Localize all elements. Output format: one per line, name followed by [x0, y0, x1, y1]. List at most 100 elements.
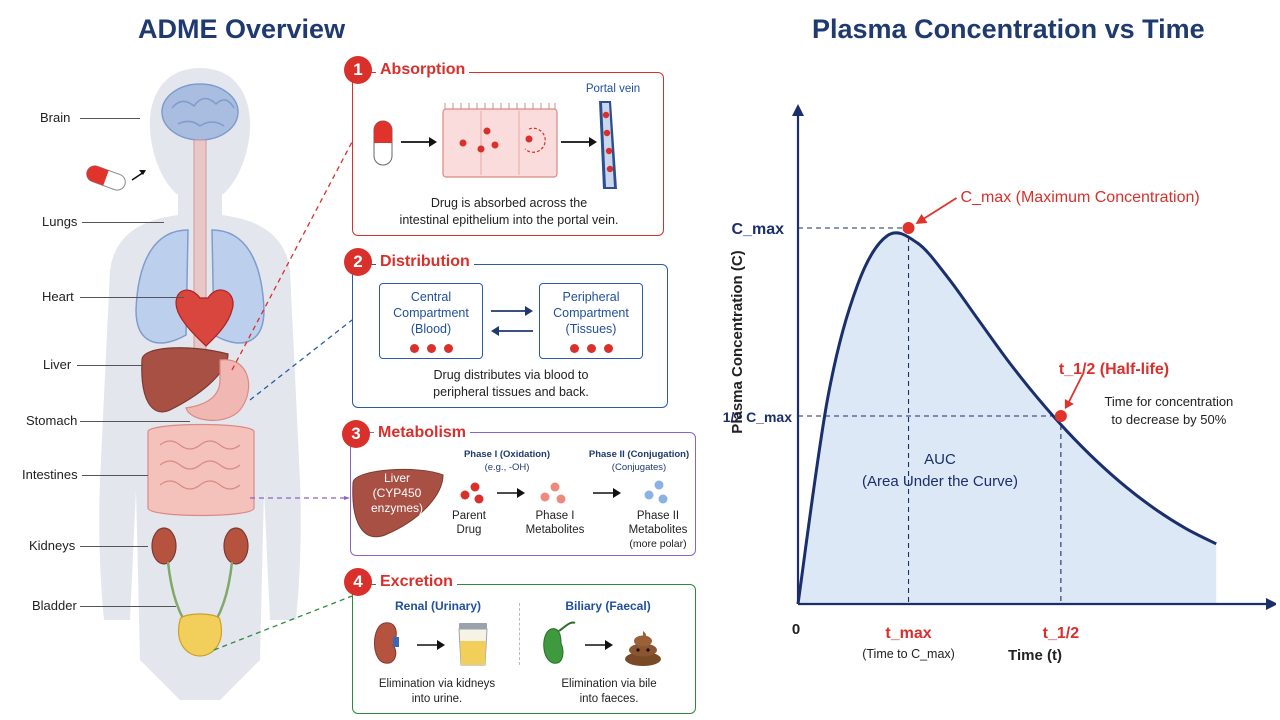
half-life-pointer-head	[1064, 399, 1074, 409]
m2-label-2: Metabolites	[628, 524, 688, 536]
stomach-organ	[185, 359, 250, 421]
renal-title: Renal (Urinary)	[394, 599, 482, 613]
organ-label-kidneys: Kidneys	[29, 538, 76, 553]
organ-label-bladder: Bladder	[32, 598, 77, 613]
liver-enzyme-label: Liver (CYP450 enzymes)	[357, 471, 437, 516]
intestinal-epithelium	[442, 103, 558, 178]
organ-label-stomach: Stomach	[26, 413, 78, 428]
biliary-caption-2: into faeces.	[579, 693, 639, 705]
kidney-left-organ	[151, 527, 177, 565]
intestines-organ	[147, 423, 255, 517]
liver-label-3: enzymes)	[370, 501, 423, 515]
auc-area	[798, 232, 1217, 604]
pk-chart: C_max (Maximum Concentration) t_1/2 (Hal…	[723, 104, 1276, 664]
leader-brain	[80, 118, 140, 119]
phase2-metabolites-label: Phase II Metabolites (more polar)	[621, 509, 695, 551]
x-tick-tmax-sub: (Time to C_max)	[862, 647, 955, 661]
x-axis-label: Time (t)	[1008, 647, 1062, 664]
bidirectional-arrows	[491, 306, 533, 336]
auc-label: AUC	[924, 451, 956, 468]
liver-label-2: (CYP450	[372, 486, 422, 500]
metabolism-box: Liver (CYP450 enzymes) Phase I (Oxidatio…	[350, 432, 696, 556]
leader-liver	[77, 365, 143, 366]
absorption-title: Absorption	[376, 61, 470, 79]
cmax-pointer-arrow	[918, 197, 958, 223]
m2-label-1: Phase II	[636, 510, 680, 522]
leader-kidneys	[80, 546, 148, 547]
peripheral-label-1: Peripheral	[562, 290, 620, 304]
adme-title: ADME Overview	[138, 14, 346, 44]
y-tick-cmax: C_max	[732, 221, 785, 238]
half-life-note-2: to decrease by 50%	[1111, 412, 1226, 427]
y-axis-label: Plasma Concentration (C)	[729, 250, 746, 433]
step-number-3: 3	[342, 420, 370, 448]
leader-lungs	[82, 222, 164, 223]
excretion-title: Excretion	[376, 573, 457, 591]
biliary-title: Biliary (Faecal)	[565, 599, 651, 613]
central-label-3: (Blood)	[410, 322, 452, 336]
metabolism-molecules	[460, 480, 668, 504]
leader-bladder	[80, 606, 176, 607]
cmax-point	[902, 222, 915, 234]
capsule-icon	[373, 120, 393, 166]
central-dots	[380, 341, 482, 357]
excretion-box: Renal (Urinary) Biliary (Faecal) Elimina…	[352, 584, 696, 714]
phase1-metabolites-label: Phase I Metabolites	[521, 509, 589, 537]
y-axis-arrow	[792, 104, 804, 116]
body-illustration	[99, 68, 301, 700]
distribution-box: Central Compartment (Blood) Peripheral C…	[352, 264, 668, 408]
organ-label-brain: Brain	[40, 110, 71, 125]
y-tick-half-cmax: 1/2 C_max	[723, 409, 792, 425]
phase2-sub: (Conjugates)	[611, 462, 667, 473]
peripheral-compartment: Peripheral Compartment (Tissues)	[539, 283, 643, 359]
chart-title: Plasma Concentration vs Time	[812, 14, 1205, 44]
liver-organ	[141, 347, 229, 413]
phase2-title: Phase II (Conjugation)	[588, 449, 690, 460]
metabolism-title: Metabolism	[374, 424, 471, 442]
biliary-illustration	[543, 621, 661, 666]
peripheral-label-3: (Tissues)	[565, 322, 617, 336]
kidney-right-organ	[223, 527, 249, 565]
pill-icon	[86, 165, 146, 191]
renal-illustration	[374, 622, 488, 666]
organ-label-lungs: Lungs	[42, 214, 78, 229]
step-number-1: 1	[344, 56, 372, 84]
peripheral-dots	[540, 341, 642, 357]
peripheral-label-2: Compartment	[553, 306, 629, 320]
concentration-curve	[796, 231, 1217, 605]
organ-label-intestines: Intestines	[22, 467, 78, 482]
cmax-annotation: C_max (Maximum Concentration)	[961, 189, 1200, 206]
distribution-caption-1: Drug distributes via blood to	[433, 368, 589, 382]
central-label-2: Compartment	[393, 306, 469, 320]
distribution-caption-2: peripheral tissues and back.	[433, 385, 589, 399]
phase1-title: Phase I (Oxidation)	[463, 449, 551, 460]
x-origin-label: 0	[792, 621, 800, 638]
step-number-2: 2	[344, 248, 372, 276]
absorption-box: Portal vein Drug is absorbed across the …	[352, 72, 664, 236]
parent-label-1: Parent	[452, 510, 486, 522]
absorption-caption-1: Drug is absorbed across the	[430, 196, 588, 210]
distribution-title: Distribution	[376, 253, 474, 271]
biliary-caption-1: Elimination via bile	[561, 678, 657, 690]
half-life-note-1: Time for concentration	[1104, 394, 1233, 409]
x-tick-tmax: t_max	[885, 625, 931, 642]
bladder-organ	[178, 613, 222, 657]
half-life-annotation: t_1/2 (Half-life)	[1059, 361, 1169, 378]
auc-sub-label: (Area Under the Curve)	[862, 473, 1018, 490]
parent-label-2: Drug	[456, 524, 482, 536]
x-tick-half-life: t_1/2	[1043, 625, 1080, 642]
leader-intestines	[82, 475, 148, 476]
cmax-pointer-head	[915, 214, 928, 224]
organ-label-heart: Heart	[42, 289, 74, 304]
lungs-organ	[135, 229, 189, 344]
absorption-caption-2: intestinal epithelium into the portal ve…	[399, 213, 619, 227]
m1-label-2: Metabolites	[525, 524, 585, 536]
liver-label-1: Liver	[383, 471, 410, 485]
step-number-4: 4	[344, 568, 372, 596]
leader-stomach	[80, 421, 190, 422]
arrow-right-icon	[561, 137, 597, 147]
central-compartment: Central Compartment (Blood)	[379, 283, 483, 359]
portal-vein-illustration	[599, 101, 617, 189]
central-label-1: Central	[410, 290, 452, 304]
